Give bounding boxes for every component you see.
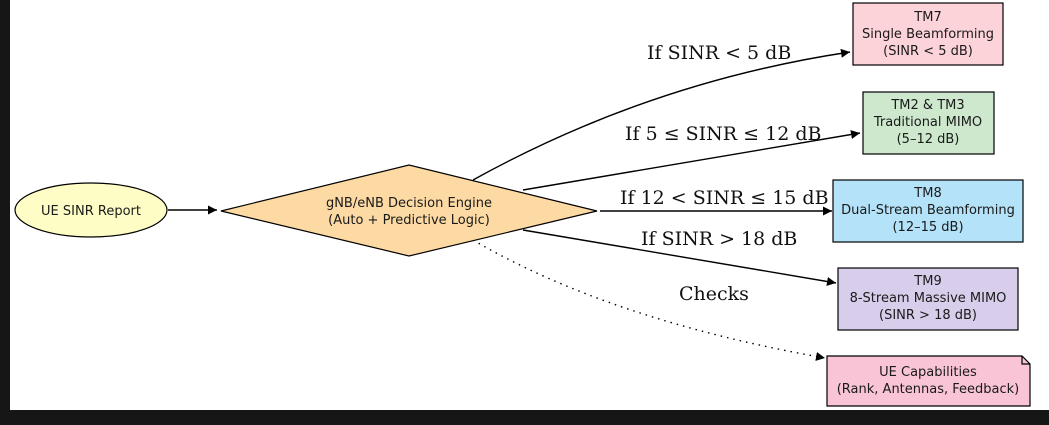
ue-capabilities-node: UE Capabilities (Rank, Antennas, Feedbac… [826,355,1031,407]
tm7-line3: (SINR < 5 dB) [883,44,973,59]
tm7-node: TM7 Single Beamforming (SINR < 5 dB) [852,2,1004,66]
tm9-box [837,267,1019,331]
tm9-line3: (SINR > 18 dB) [879,308,977,323]
decision-engine-line2: (Auto + Predictive Logic) [328,213,490,228]
edge-label-mid: If 5 ≤ SINR ≤ 12 dB [625,123,821,145]
decision-engine-node: gNB/eNB Decision Engine (Auto + Predicti… [220,164,598,257]
tm8-line3: (12–15 dB) [892,220,963,235]
tm2-tm3-line1: TM2 & TM3 [890,98,964,113]
edge-label-low: If SINR < 5 dB [647,42,791,64]
tm7-line1: TM7 [913,10,941,25]
tm9-node: TM9 8-Stream Massive MIMO (SINR > 18 dB) [837,267,1019,331]
ue-capabilities-fold [1021,356,1030,365]
tm8-line1: TM8 [913,186,941,201]
tm2-tm3-line3: (5–12 dB) [897,132,960,147]
edge-engine-to-capabilities [472,239,826,361]
ue-sinr-report-shape [14,182,168,238]
edge-engine-to-tm23 [522,130,861,191]
tm2-tm3-line2: Traditional MIMO [873,115,982,130]
tm2-tm3-node: TM2 & TM3 Traditional MIMO (5–12 dB) [862,91,995,155]
edge-label-checks: Checks [679,283,749,305]
tm8-box [832,179,1024,243]
edge-engine-to-tm9 [522,229,837,286]
tm7-line2: Single Beamforming [862,27,994,42]
edge-label-high: If 12 < SINR ≤ 15 dB [620,187,829,209]
tm2-tm3-box [862,91,995,155]
ue-capabilities-box [826,355,1031,407]
edge-engine-to-tm7 [472,48,851,181]
edge-label-top: If SINR > 18 dB [641,228,797,250]
tm9-line1: TM9 [913,274,941,289]
tm9-line2: 8-Stream Massive MIMO [850,291,1007,306]
tm7-box [852,2,1004,66]
ue-sinr-report-node: UE SINR Report [14,182,168,238]
diagram-canvas: If SINR < 5 dB If 5 ≤ SINR ≤ 12 dB If 12… [10,0,1049,410]
ue-sinr-report-label: UE SINR Report [41,204,141,219]
ue-capabilities-line1: UE Capabilities [879,365,977,380]
decision-engine-line1: gNB/eNB Decision Engine [326,196,492,211]
decision-engine-shape [220,164,598,257]
ue-capabilities-line2: (Rank, Antennas, Feedback) [837,382,1020,397]
tm8-node: TM8 Dual-Stream Beamforming (12–15 dB) [832,179,1024,243]
flow-diagram: If SINR < 5 dB If 5 ≤ SINR ≤ 12 dB If 12… [14,2,1031,407]
tm8-line2: Dual-Stream Beamforming [841,203,1015,218]
